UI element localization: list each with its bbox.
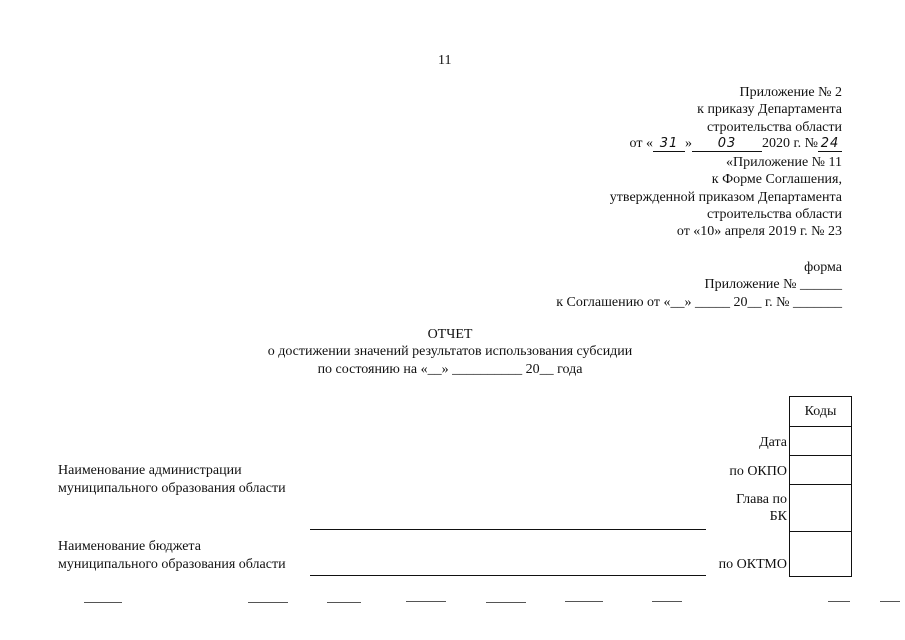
codes-table: Коды bbox=[789, 396, 852, 577]
header-dept: строительства области bbox=[707, 120, 842, 135]
budget-label-line2: муниципального образования области bbox=[58, 557, 286, 572]
budget-label-line1: Наименование бюджета bbox=[58, 539, 201, 554]
scan-artifact bbox=[84, 602, 122, 603]
codes-header: Коды bbox=[789, 396, 852, 427]
scan-artifact bbox=[828, 601, 850, 602]
admin-label-line1: Наименование администрации bbox=[58, 463, 242, 478]
code-cell-okpo[interactable] bbox=[789, 455, 852, 485]
scan-artifact bbox=[406, 601, 446, 602]
scan-artifact bbox=[248, 602, 288, 603]
date-mid: » bbox=[684, 136, 692, 151]
code-cell-date[interactable] bbox=[789, 426, 852, 456]
code-label-oktmo: по ОКТМО bbox=[718, 557, 787, 572]
header2-to-form: к Форме Соглашения, bbox=[711, 172, 842, 187]
order-number-handwritten: 24 bbox=[818, 136, 842, 152]
header2-dept: строительства области bbox=[707, 207, 842, 222]
code-label-date: Дата bbox=[759, 435, 787, 450]
header2-appendix: «Приложение № 11 bbox=[726, 155, 842, 170]
scan-artifact bbox=[652, 601, 682, 602]
scan-artifact bbox=[486, 602, 526, 603]
code-label-glava-1: Глава по bbox=[736, 492, 787, 507]
header2-approved: утвержденной приказом Департамента bbox=[609, 190, 842, 205]
form-appendix: Приложение № ______ bbox=[704, 277, 843, 292]
date-year: 2020 г. № bbox=[761, 136, 818, 151]
budget-name-line bbox=[310, 575, 706, 576]
code-label-okpo: по ОКПО bbox=[729, 464, 787, 479]
report-subtitle: о достижении значений результатов исполь… bbox=[267, 344, 633, 359]
code-cell-oktmo[interactable] bbox=[789, 531, 852, 577]
date-prefix: от « bbox=[629, 136, 653, 151]
code-cell-glava[interactable] bbox=[789, 484, 852, 532]
date-day-handwritten: 31 bbox=[652, 136, 685, 152]
report-title: ОТЧЕТ bbox=[427, 327, 473, 342]
header2-date: от «10» апреля 2019 г. № 23 bbox=[676, 224, 842, 239]
admin-label-line2: муниципального образования области bbox=[58, 481, 286, 496]
date-month-handwritten: 03 bbox=[691, 136, 762, 152]
scan-artifact bbox=[880, 601, 900, 602]
scan-artifact bbox=[565, 601, 603, 602]
code-label-glava-2: БК bbox=[769, 509, 787, 524]
form-agreement: к Соглашению от «__» _____ 20__ г. № ___… bbox=[556, 295, 842, 310]
header-to-order: к приказу Департамента bbox=[697, 102, 842, 117]
scan-artifact bbox=[327, 602, 361, 603]
report-status-date: по состоянию на «__» __________ 20__ год… bbox=[317, 362, 583, 377]
admin-name-line bbox=[310, 529, 706, 530]
page-number: 11 bbox=[438, 53, 452, 68]
form-label: форма bbox=[804, 260, 842, 275]
header-appendix: Приложение № 2 bbox=[739, 85, 843, 100]
